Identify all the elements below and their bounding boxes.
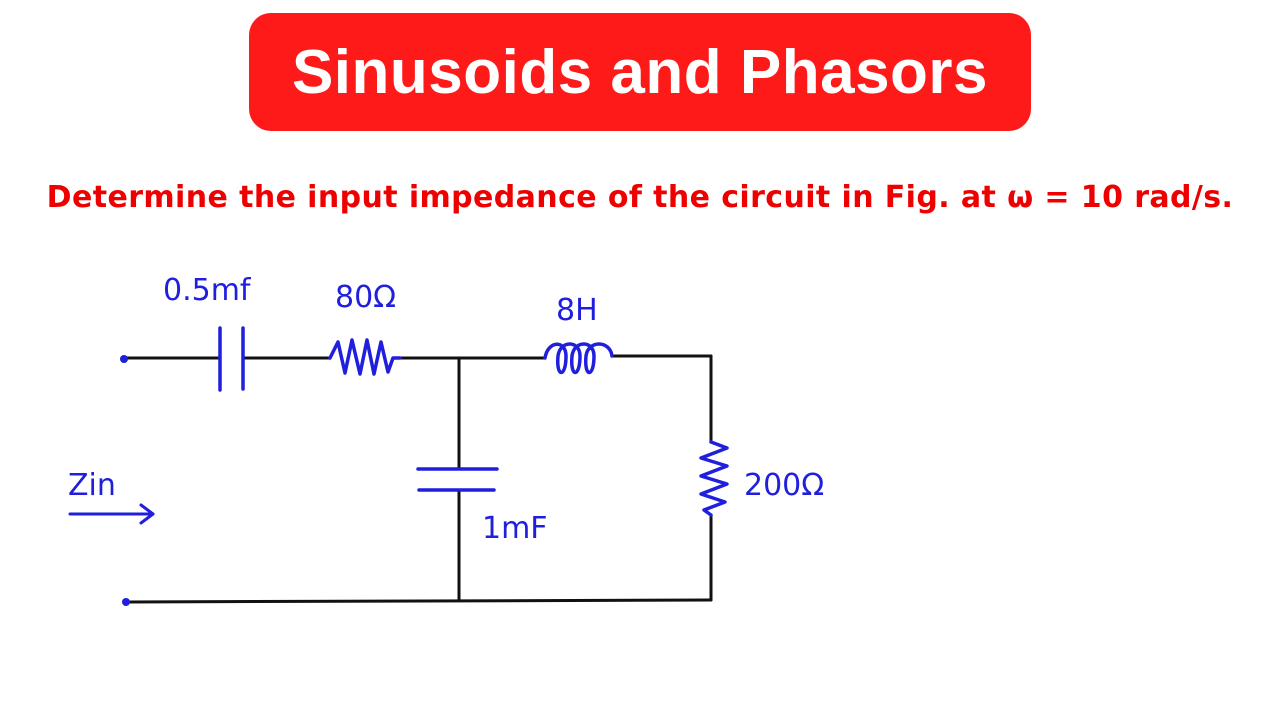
arrow-right-icon xyxy=(68,503,155,525)
wire-bottom-return xyxy=(122,598,713,604)
zin-label: Zin xyxy=(68,468,116,503)
inductor-l1-symbol xyxy=(543,342,614,375)
input-terminal-top xyxy=(120,355,128,363)
capacitor-c1-symbol xyxy=(218,326,245,392)
wires xyxy=(122,354,713,604)
capacitor-c2-symbol xyxy=(416,467,499,492)
resistor-r1-symbol xyxy=(328,338,402,376)
resistor-r2-label: 200Ω xyxy=(744,468,824,503)
capacitor-c1-label: 0.5mf xyxy=(163,273,252,308)
capacitor-c2-label: 1mF xyxy=(482,511,548,546)
resistor-r2-symbol xyxy=(699,440,729,517)
page-title: Sinusoids and Phasors xyxy=(291,37,989,107)
resistor-r1-label: 80Ω xyxy=(335,280,396,315)
input-terminal-bottom xyxy=(122,598,130,606)
inductor-l1-label: 8H xyxy=(556,293,598,328)
question-text: Determine the input impedance of the cir… xyxy=(46,180,1234,215)
title-banner: Sinusoids and Phasors xyxy=(249,13,1031,131)
